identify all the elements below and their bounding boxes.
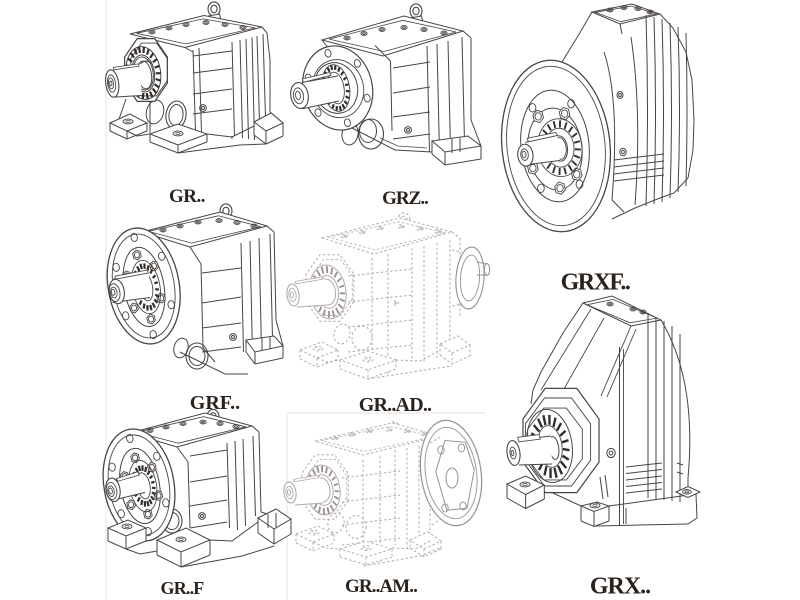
svg-text:GR..: GR.. [169, 186, 205, 207]
svg-text:GRX..: GRX.. [590, 574, 650, 600]
svg-text:GRF..: GRF.. [190, 392, 240, 414]
svg-text:GRXF..: GRXF.. [561, 270, 630, 296]
svg-text:GRZ..: GRZ.. [382, 188, 428, 209]
svg-text:GR..AD..: GR..AD.. [359, 394, 432, 416]
svg-text:GR..AM..: GR..AM.. [345, 576, 417, 597]
svg-text:GR..F: GR..F [161, 578, 205, 598]
